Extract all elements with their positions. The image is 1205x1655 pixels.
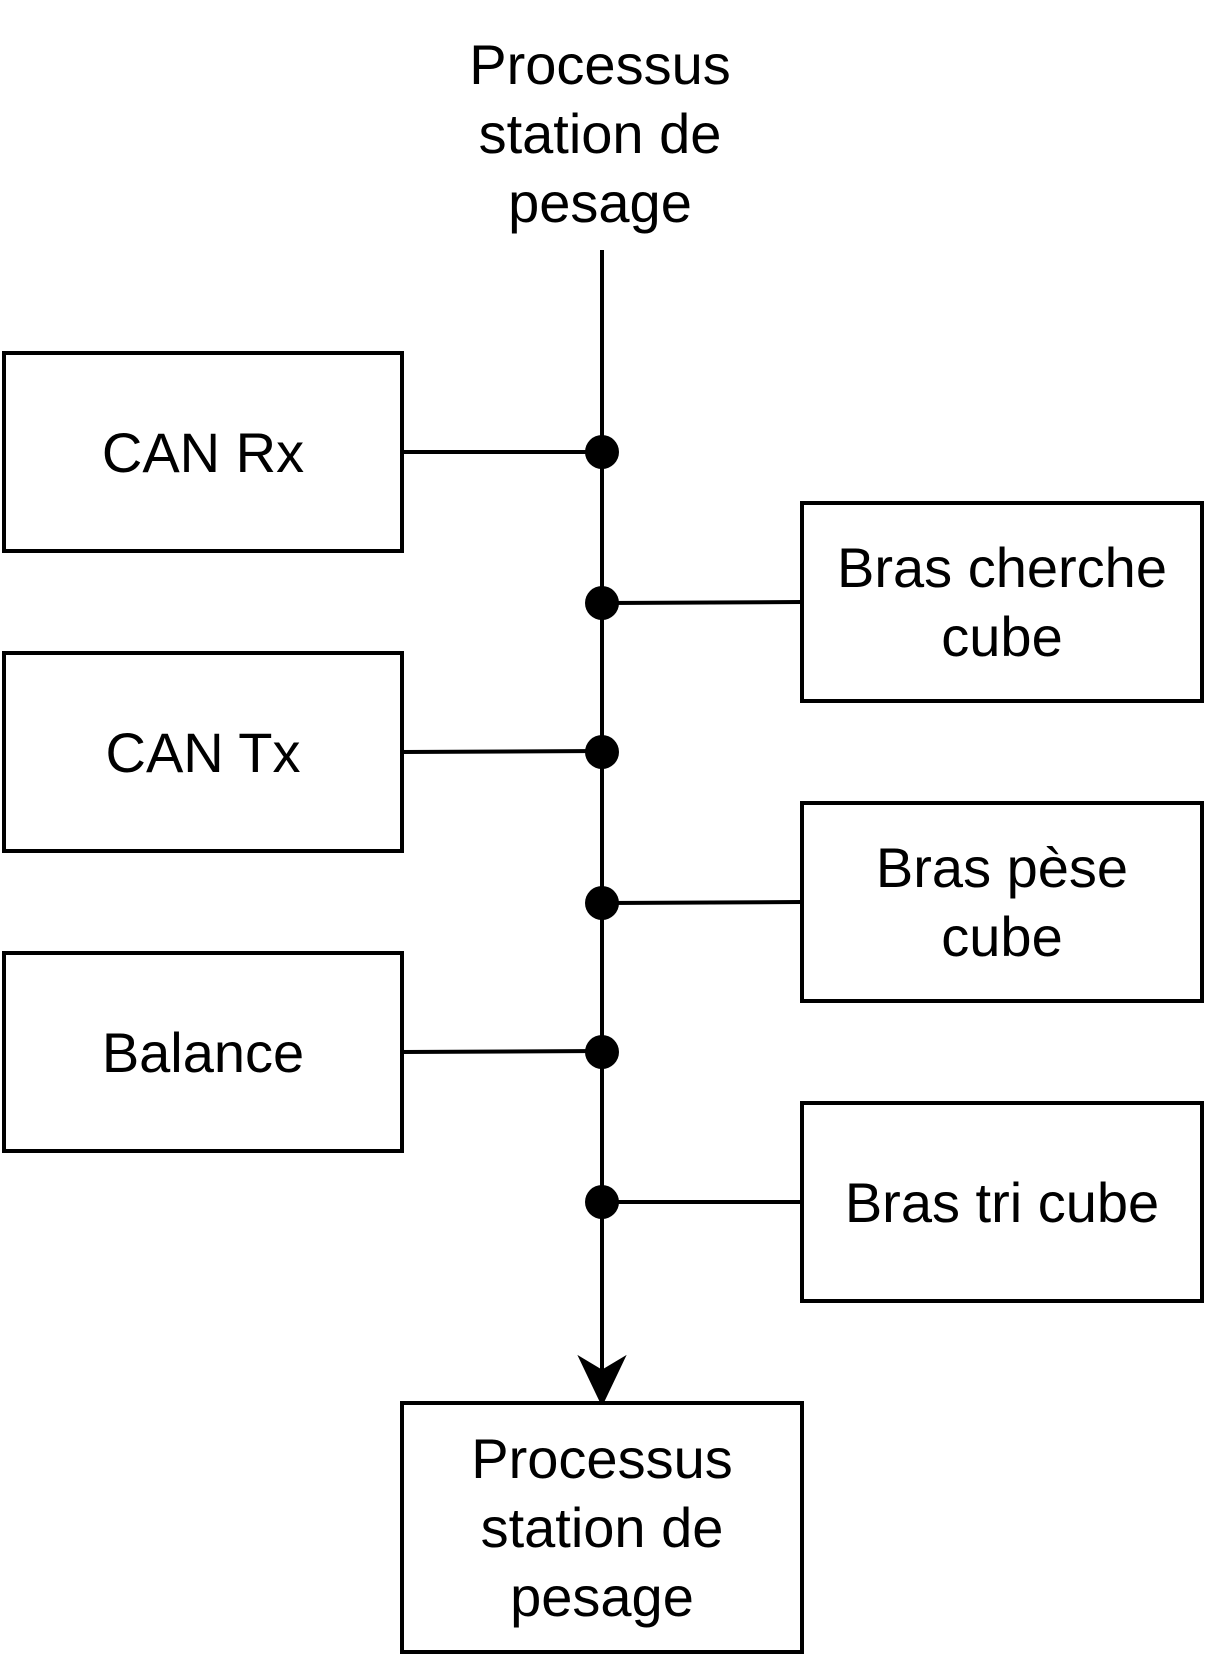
box-bras-cherche-cube-line-2: cube (941, 605, 1063, 668)
start-line-1: Processus (469, 32, 731, 96)
box-end-process: Processus station de pesage (400, 1401, 804, 1654)
junction-dot (585, 1185, 619, 1219)
box-bras-cherche-cube: Bras cherche cube (800, 501, 1204, 703)
box-balance-label: Balance (101, 1020, 305, 1084)
box-can-rx: CAN Rx (2, 351, 404, 553)
end-line-3: pesage (510, 1565, 694, 1628)
junction-dot (585, 1035, 619, 1069)
box-can-tx: CAN Tx (2, 651, 404, 853)
connector-can-tx (401, 749, 603, 754)
box-bras-tri-cube: Bras tri cube (800, 1101, 1204, 1303)
box-bras-pese-cube-line-1: Bras pèse (875, 836, 1129, 899)
junction-dot (585, 735, 619, 769)
connector-balance (401, 1049, 603, 1054)
box-bras-cherche-cube-line-1: Bras cherche (837, 536, 1167, 599)
box-balance: Balance (2, 951, 404, 1153)
start-line-2: station de (478, 101, 722, 165)
end-line-2: station de (480, 1496, 724, 1559)
flow-arrowhead (577, 1354, 627, 1407)
junction-dot (585, 586, 619, 620)
start-process-label: Processus station de pesage (400, 28, 800, 238)
connector-bras-cherche-cube (601, 600, 803, 605)
start-line-3: pesage (508, 170, 692, 234)
connector-bras-pese-cube (601, 900, 803, 905)
box-can-rx-label: CAN Rx (101, 420, 305, 484)
box-bras-tri-cube-label: Bras tri cube (844, 1170, 1160, 1234)
box-bras-pese-cube: Bras pèse cube (800, 801, 1204, 1003)
junction-dot (585, 886, 619, 920)
box-can-tx-label: CAN Tx (105, 720, 301, 784)
end-line-1: Processus (471, 1427, 733, 1490)
box-bras-pese-cube-line-2: cube (941, 905, 1063, 968)
junction-dot (585, 435, 619, 469)
